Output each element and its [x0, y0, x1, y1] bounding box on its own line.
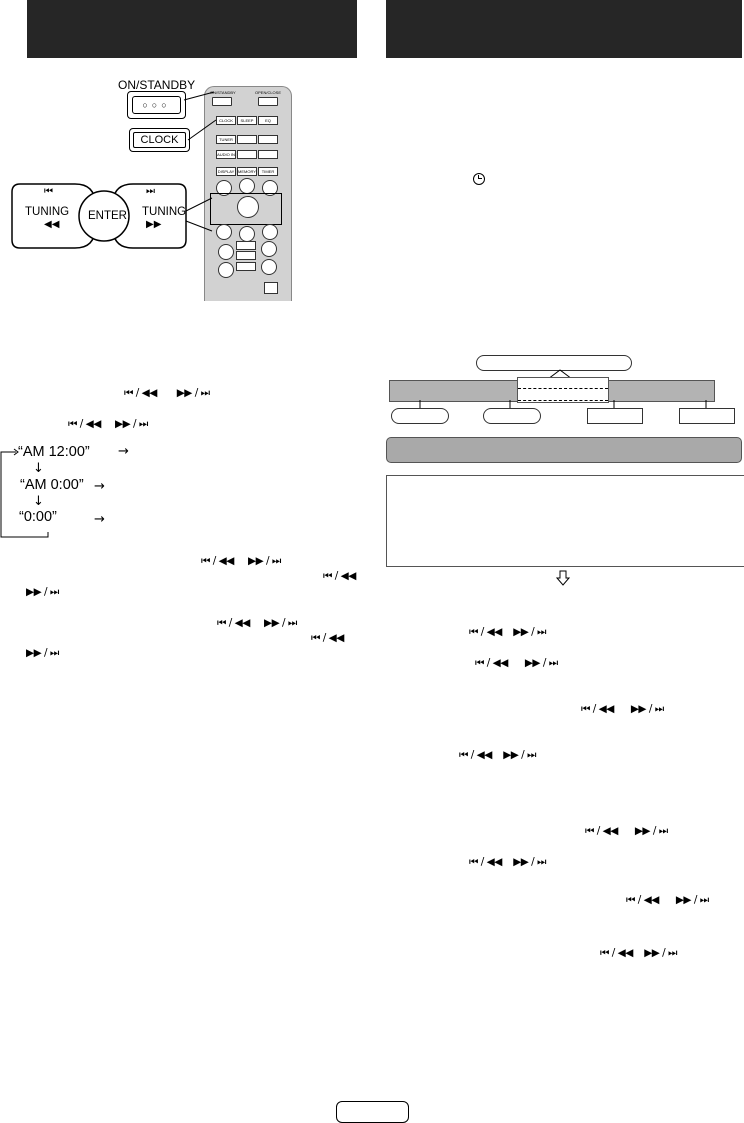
remote-preset-up-button[interactable] [239, 178, 255, 194]
right-skip-7: ⏮ / ◀◀ ▶▶ / ⏭ [626, 894, 709, 906]
skip-forward-icon: ⏭ [146, 186, 155, 197]
page-number-box [336, 1101, 409, 1123]
arrow-down-1: ↓ [33, 461, 44, 476]
right-skip-1: ⏮ / ◀◀ ▶▶ / ⏭ [469, 626, 547, 638]
remote-clear2-button[interactable] [262, 180, 278, 196]
remote-tuner-button[interactable]: TUNER [216, 135, 236, 144]
fast-forward-icon: ▶▶ [146, 219, 162, 230]
tuning-right-label: TUNING [142, 206, 187, 218]
skip-symbol-line-1: ⏮ / ◀◀ ▶▶ / ⏭ [124, 387, 210, 399]
skip-symbol-line-3: ⏮ / ◀◀ ▶▶ / ⏭ [201, 555, 281, 567]
right-skip-3: ⏮ / ◀◀ ▶▶ / ⏭ [581, 703, 664, 715]
remote-memory-button[interactable]: MEMORY [237, 167, 257, 176]
header-bar-left [27, 0, 357, 58]
clock-format-24h: “0:00” [19, 509, 57, 525]
remote-top-labels: ON/STANDBY [210, 90, 236, 95]
rewind-icon: ◀◀ [44, 219, 60, 230]
display-label-pill-1 [391, 408, 449, 424]
open-close-label: OPEN/CLOSE [255, 90, 282, 95]
clock-button[interactable]: CLOCK [129, 128, 190, 152]
skip-symbol-line-5: ⏮ / ◀◀ ▶▶ / ⏭ [217, 617, 297, 629]
remote-vol-down-button[interactable] [261, 259, 277, 275]
grey-heading-bar [386, 437, 742, 463]
remote-sleep-button[interactable]: SLEEP [237, 116, 257, 125]
arrow-down-2: ↓ [33, 494, 44, 509]
display-pointer [547, 369, 573, 380]
remote-sound-button[interactable] [236, 251, 256, 260]
remote-phones-button[interactable] [264, 282, 278, 294]
remote-cd-stop-button[interactable] [237, 135, 257, 144]
remote-treble-button[interactable] [218, 244, 234, 260]
remote-xbass-button[interactable] [236, 241, 256, 250]
remote-cd-play-button[interactable] [258, 135, 278, 144]
leader-lines [183, 91, 217, 141]
remote-demo-button[interactable] [236, 262, 256, 271]
skip-symbol-line-6b: ▶▶ / ⏭ [26, 647, 59, 659]
remote-usb-play-button[interactable] [258, 150, 278, 159]
clock-button-label: CLOCK [133, 132, 186, 148]
remote-eq-button[interactable]: EQ [258, 116, 278, 125]
display-label-pill-2 [483, 408, 541, 424]
arrow-right-1: → [118, 444, 129, 459]
skip-symbol-line-4a: ⏮ / ◀◀ [323, 570, 356, 582]
on-standby-button[interactable]: ○○○ [127, 91, 186, 119]
arrow-right-2: → [94, 479, 105, 494]
remote-timer-button[interactable]: TIMER [258, 167, 278, 176]
display-label-box-4 [679, 408, 735, 424]
skip-symbol-line-6a: ⏮ / ◀◀ [311, 632, 344, 644]
remote-enter-button[interactable] [237, 196, 259, 218]
display-top-pill [476, 355, 632, 371]
remote-vol-up-button[interactable] [261, 241, 277, 257]
right-skip-2: ⏮ / ◀◀ ▶▶ / ⏭ [475, 657, 558, 669]
remote-usb-stop-button[interactable] [237, 150, 257, 159]
tuning-left-label: TUNING [25, 206, 70, 218]
arrow-right-3: → [94, 512, 105, 527]
note-box [386, 475, 744, 567]
remote-preset-down-button[interactable] [239, 226, 255, 242]
clock-format-ampm12: “AM 12:00” [18, 444, 90, 460]
skip-symbol-line-2: ⏮ / ◀◀ ▶▶ / ⏭ [68, 418, 148, 430]
skip-back-icon: ⏮ [44, 186, 53, 197]
cycle-bracket [0, 448, 49, 538]
remote-mute-button[interactable] [262, 224, 278, 240]
clock-format-ampm0: “AM 0:00” [20, 477, 84, 493]
remote-bass-button[interactable] [218, 262, 234, 278]
display-highlight-box [517, 377, 609, 403]
remote-display-button[interactable]: DISPLAY [216, 167, 236, 176]
display-label-box-3 [587, 408, 643, 424]
enter-button[interactable]: ENTER [88, 210, 127, 222]
remote-power-button[interactable] [212, 97, 232, 106]
remote-audio-in-button[interactable]: AUDIO IN [216, 150, 236, 159]
right-skip-5: ⏮ / ◀◀ ▶▶ / ⏭ [585, 825, 668, 837]
right-skip-4: ⏮ / ◀◀ ▶▶ / ⏭ [459, 749, 537, 761]
down-arrow-icon [555, 570, 571, 591]
tuning-enter-callout [11, 183, 213, 249]
skip-symbol-line-4b: ▶▶ / ⏭ [26, 586, 59, 598]
remote-clear-button[interactable] [216, 180, 232, 196]
remote-eject-button[interactable] [258, 97, 278, 106]
clock-icon [473, 173, 485, 185]
right-skip-8: ⏮ / ◀◀ ▶▶ / ⏭ [600, 947, 678, 959]
right-skip-6: ⏮ / ◀◀ ▶▶ / ⏭ [469, 856, 547, 868]
remote-tuner2-button[interactable] [216, 224, 232, 240]
header-bar-right [386, 0, 742, 58]
on-standby-label: ON/STANDBY [118, 78, 196, 92]
remote-clock-button[interactable]: CLOCK [216, 116, 236, 125]
remote-tuning-highlight [210, 193, 282, 225]
